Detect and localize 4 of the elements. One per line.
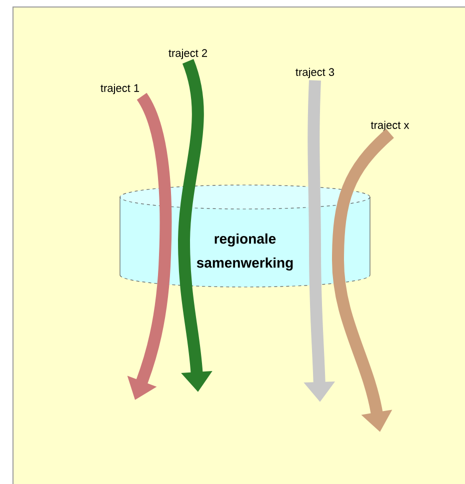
traject-label: traject x xyxy=(370,120,410,132)
traject-label: traject 2 xyxy=(168,48,207,60)
traject-label: traject 1 xyxy=(100,84,140,94)
traject-label: traject 3 xyxy=(296,68,334,78)
